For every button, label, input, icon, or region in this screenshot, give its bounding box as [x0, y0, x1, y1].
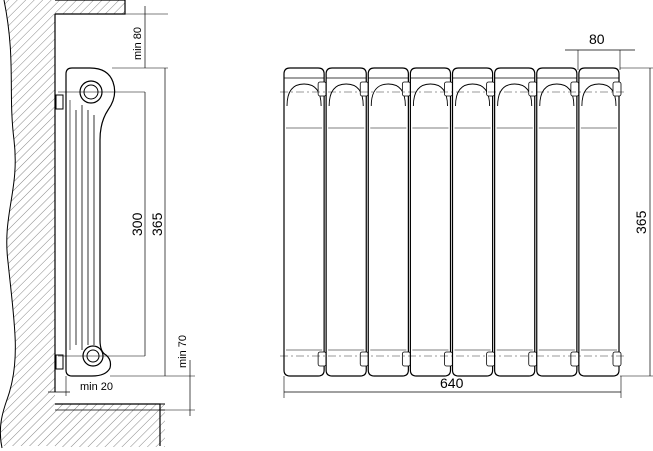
section-nipple-bottom: [528, 351, 538, 367]
radiator-section: [325, 67, 367, 377]
radiator-section: [367, 67, 409, 377]
front-dimensions: 80 365 640: [283, 31, 653, 398]
radiator-side-profile: [65, 67, 116, 377]
wall-curve-outline: [0, 0, 16, 449]
top-shelf: [55, 0, 125, 14]
top-shelf-outline: [55, 0, 126, 15]
dim-80-label: 80: [589, 31, 605, 47]
dim-min80-label: min 80: [132, 27, 144, 60]
section-nipple-bottom: [612, 351, 622, 367]
side-view: min 80 300 365 min 70 min 20: [0, 0, 195, 449]
section-nipple-top: [317, 81, 327, 97]
section-nipple-bottom: [570, 351, 580, 367]
dim-365-front-label: 365: [633, 210, 649, 234]
section-nipple-bottom: [359, 351, 369, 367]
section-nipple-top: [401, 81, 411, 97]
section-nipple-top: [359, 81, 369, 97]
radiator-section: [451, 67, 494, 377]
section-nipple-bottom: [401, 351, 411, 367]
section-nipple-bottom: [486, 351, 496, 367]
section-nipple-top: [444, 81, 453, 97]
radiator-section: [494, 67, 536, 377]
radiator-section: [536, 67, 578, 377]
dim-365-side-label: 365: [149, 212, 165, 236]
front-view: [280, 67, 625, 377]
dim-min70-label: min 70: [177, 335, 189, 368]
dim-300-label: 300: [129, 212, 145, 236]
section-nipple-bottom: [317, 351, 327, 367]
dim-640-label: 640: [440, 375, 464, 391]
radiator-section: [578, 67, 620, 377]
section-nipple-top: [486, 81, 496, 97]
dim-min20-label: min 20: [80, 381, 113, 393]
section-nipple-top: [612, 81, 622, 97]
section-nipple-top: [570, 81, 580, 97]
section-nipple-bottom: [444, 351, 453, 367]
wall-bracket-top: [55, 94, 64, 110]
wall-bracket-bottom: [55, 354, 64, 370]
radiator-section: [283, 67, 325, 377]
section-nipple-top: [528, 81, 538, 97]
radiator-section: [409, 67, 452, 377]
floor-fill: [55, 404, 165, 447]
